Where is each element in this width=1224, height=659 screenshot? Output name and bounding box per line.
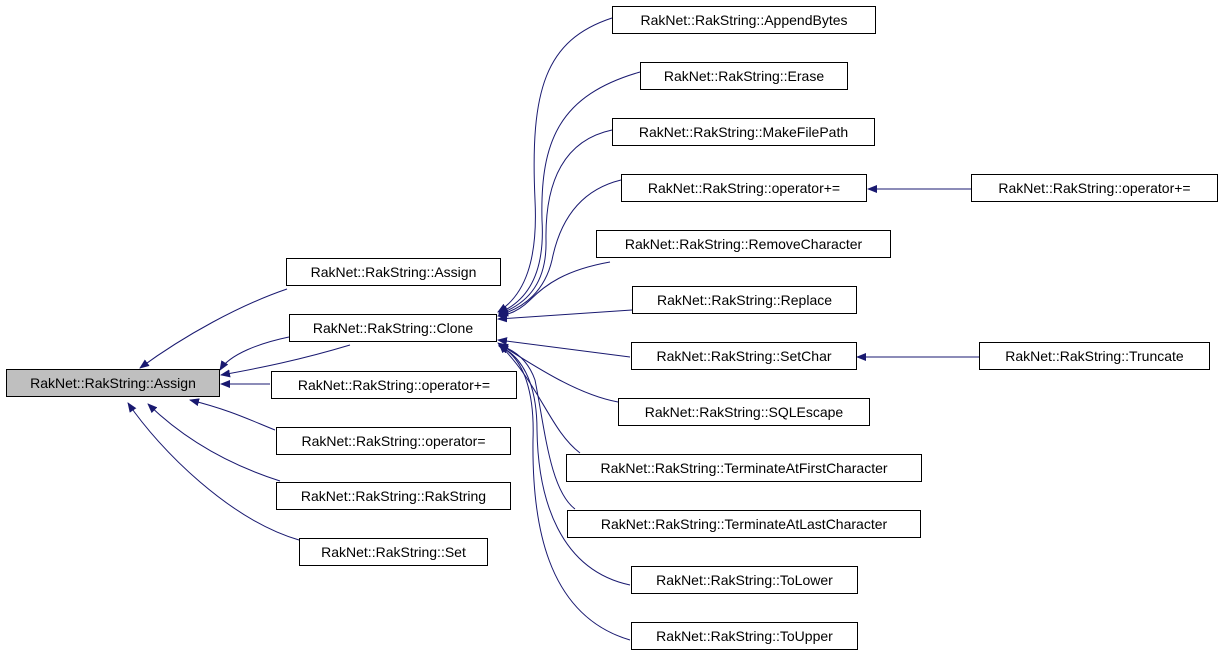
node-erase[interactable]: RakNet::RakString::Erase: [640, 62, 848, 90]
edge-clone-to-root-lower: [220, 344, 351, 378]
edge-assign2-to-root: [139, 288, 288, 369]
edge-erase-to-clone: [498, 71, 641, 314]
node-operator-plus-equals[interactable]: RakNet::RakString::operator+=: [271, 371, 517, 399]
node-clone[interactable]: RakNet::RakString::Clone: [289, 314, 497, 342]
edge-toupper-to-clone: [498, 345, 631, 641]
node-appendbytes[interactable]: RakNet::RakString::AppendBytes: [612, 6, 876, 34]
edge-makefilepath-to-clone: [498, 129, 613, 315]
edge-removecharacter-to-clone: [497, 261, 611, 320]
edge-replace-to-clone: [497, 309, 633, 323]
node-terminateatfirstcharacter[interactable]: RakNet::RakString::TerminateAtFirstChara…: [566, 454, 922, 482]
node-assign[interactable]: RakNet::RakString::Assign: [286, 258, 501, 286]
edge-oppluseq2-to-clone: [498, 179, 622, 317]
node-truncate[interactable]: RakNet::RakString::Truncate: [979, 342, 1210, 370]
edge-terminatelast-to-clone: [498, 343, 576, 510]
node-sqlescape[interactable]: RakNet::RakString::SQLEscape: [618, 398, 870, 426]
node-replace[interactable]: RakNet::RakString::Replace: [632, 286, 857, 314]
node-set[interactable]: RakNet::RakString::Set: [299, 538, 488, 566]
node-tolower[interactable]: RakNet::RakString::ToLower: [631, 566, 858, 594]
node-setchar[interactable]: RakNet::RakString::SetChar: [631, 342, 857, 370]
edge-clone-to-root-upper: [219, 336, 290, 371]
edge-setchar-to-clone: [497, 337, 631, 358]
edge-set-to-root: [127, 402, 300, 541]
node-root-assign[interactable]: RakNet::RakString::Assign: [6, 369, 220, 397]
node-removecharacter[interactable]: RakNet::RakString::RemoveCharacter: [596, 230, 891, 258]
edge-sqlescape-to-clone: [497, 342, 619, 403]
node-operator-plus-equals-2[interactable]: RakNet::RakString::operator+=: [621, 174, 867, 202]
node-operator-equals[interactable]: RakNet::RakString::operator=: [276, 427, 511, 455]
edge-opeq-to-root: [189, 398, 276, 431]
node-toupper[interactable]: RakNet::RakString::ToUpper: [631, 622, 858, 650]
node-makefilepath[interactable]: RakNet::RakString::MakeFilePath: [612, 118, 875, 146]
node-operator-plus-equals-3[interactable]: RakNet::RakString::operator+=: [971, 174, 1218, 202]
edge-appendbytes-to-clone: [497, 17, 613, 313]
node-rakstring[interactable]: RakNet::RakString::RakString: [276, 482, 511, 510]
edge-terminatefirst-to-clone: [498, 343, 581, 454]
edge-tolower-to-clone: [498, 345, 631, 586]
edge-rakstring-to-root: [147, 403, 281, 482]
node-terminateatlastcharacter[interactable]: RakNet::RakString::TerminateAtLastCharac…: [567, 510, 921, 538]
